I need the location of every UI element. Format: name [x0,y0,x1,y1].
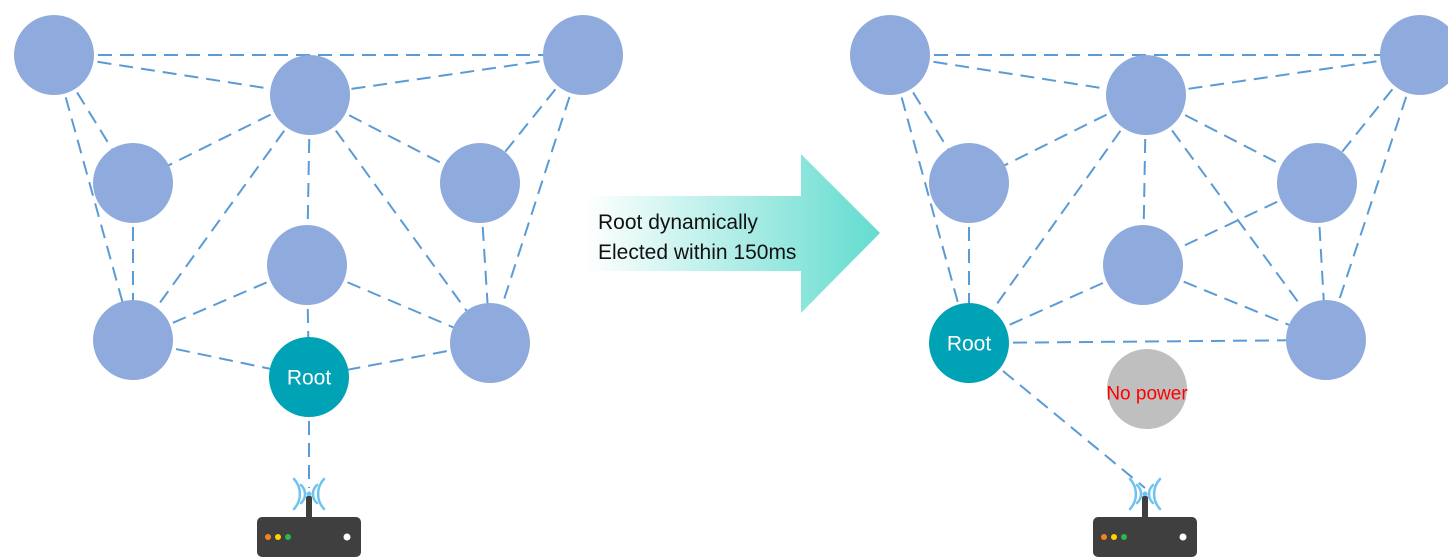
mesh-node [1277,143,1357,223]
transition-arrow: Root dynamically Elected within 150ms [586,154,880,313]
wifi-signal-icon [292,477,326,511]
mesh-node [450,303,530,383]
after-nodes: Root No power [850,15,1448,429]
mesh-link [309,54,584,96]
mesh-node [1103,225,1183,305]
mesh-link [309,94,491,344]
wifi-router-icon [257,477,361,557]
led-icon [1179,533,1187,541]
mesh-node [929,143,1009,223]
root-label: Root [947,333,992,356]
after-network: Root No power [850,15,1448,557]
no-power-label: No power [1106,384,1188,405]
mesh-node [850,15,930,95]
uplink [968,342,1146,489]
before-nodes: Root [14,15,623,417]
mesh-link [489,54,584,344]
mesh-node [543,15,623,95]
led-icon [1111,534,1117,540]
arrow-shape [586,154,880,313]
mesh-link [132,94,311,341]
mesh-link [53,54,134,341]
arrow-line-2: Elected within 150ms [598,241,796,264]
root-label: Root [287,367,332,390]
arrow-line-1: Root dynamically [598,211,758,234]
mesh-node [1106,55,1186,135]
mesh-link [1145,54,1421,96]
wifi-router-icon [1093,477,1197,557]
mesh-node [267,225,347,305]
mesh-link [968,339,1327,344]
mesh-link [889,54,970,344]
root-node [269,337,349,417]
led-icon [1101,534,1107,540]
mesh-link [1325,54,1421,341]
mesh-node [270,55,350,135]
led-icon [275,534,281,540]
mesh-node [1286,300,1366,380]
led-icon [265,534,271,540]
mesh-link [1145,94,1327,341]
unpowered-node [1107,349,1187,429]
mesh-node [93,300,173,380]
mesh-node [440,143,520,223]
before-network: Root [14,15,623,557]
mesh-link [968,94,1147,344]
mesh-node [14,15,94,95]
led-icon [343,533,351,541]
led-icon [1121,534,1127,540]
mesh-node [93,143,173,223]
mesh-node [1380,15,1448,95]
root-node [929,303,1009,383]
wifi-signal-icon [1128,477,1162,511]
led-icon [285,534,291,540]
